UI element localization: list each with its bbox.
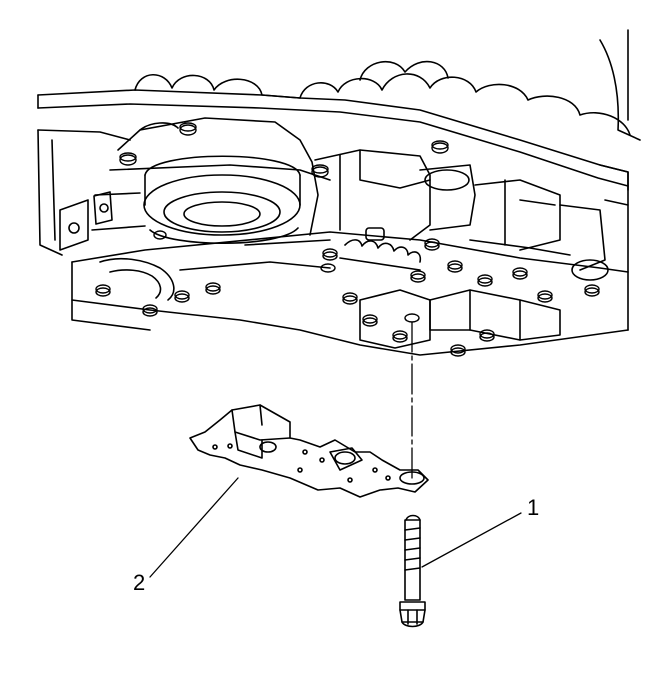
servo-cover (117, 117, 319, 245)
callout-label-1: 1 (527, 495, 540, 520)
transmission-case (37, 29, 641, 356)
case-bolts (95, 122, 600, 357)
bracket-plate (189, 404, 429, 498)
spring-detail (339, 227, 422, 271)
left-bracket (59, 191, 113, 251)
leader-line-1 (421, 512, 522, 568)
bolt (399, 514, 426, 628)
fluid-tube (99, 257, 175, 301)
valve-body-blocks (314, 149, 609, 349)
callout-label-2: 2 (133, 570, 146, 595)
leader-line-2 (149, 477, 239, 578)
